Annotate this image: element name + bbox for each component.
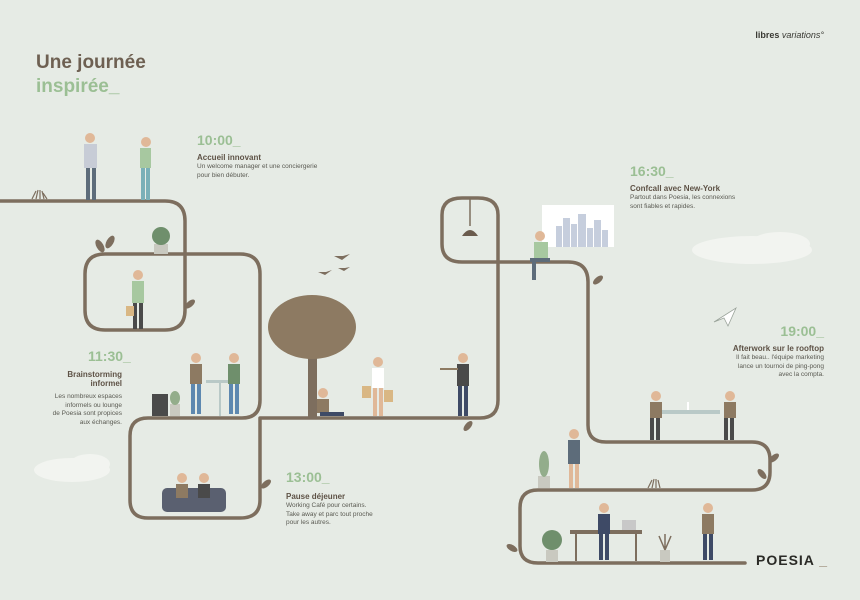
- poesia-logo-dot: _: [819, 552, 829, 568]
- event-time-1900: 19:00_: [780, 323, 824, 339]
- event-time-1300: 13:00_: [286, 469, 330, 485]
- event-desc-line: Partout dans Poesia, les connexions: [630, 194, 736, 201]
- pendant-lamp-icon: [462, 198, 478, 236]
- event-heading-1900: Afterwork sur le rooftop: [732, 344, 824, 353]
- poesia-logo: POESIA _: [756, 552, 828, 568]
- event-desc-line: informels ou lounge: [65, 401, 122, 409]
- page-title-line1: Une journée: [36, 52, 146, 73]
- grass: [31, 189, 661, 489]
- event-heading-1300: Pause déjeuner: [286, 492, 346, 501]
- clouds: [34, 232, 812, 482]
- brand-tagline-variations: variations°: [781, 30, 824, 40]
- event-desc-line: sont fiables et rapides.: [630, 202, 696, 210]
- event-desc-line: aux échanges.: [79, 418, 122, 426]
- event-desc-line: Un welcome manager et une conciergerie: [197, 163, 318, 170]
- event-desc-line: Working Café pour certains.: [286, 502, 367, 509]
- event-desc-1630: Partout dans Poesia, les connexions sont…: [630, 194, 735, 211]
- people-figures: [84, 133, 736, 560]
- event-desc-1000: Un welcome manager et une conciergerie p…: [197, 163, 317, 180]
- page-title-line2: inspirée_: [36, 76, 120, 97]
- event-desc-line: pour les autres.: [286, 519, 331, 526]
- event-desc-line: Take away et parc tout proche: [286, 510, 373, 518]
- leaves: [95, 235, 779, 552]
- journey-path: [0, 196, 772, 565]
- event-desc-line: Les nombreux espaces: [54, 393, 122, 400]
- event-heading-1130-line1: Brainstorming: [67, 370, 122, 379]
- event-desc-line: pour bien débuter.: [197, 171, 250, 179]
- potted-plants: [152, 227, 672, 562]
- brand-tagline-name: libres: [755, 30, 780, 40]
- event-time-1000: 10:00_: [197, 132, 241, 148]
- paper-plane-icon: [713, 306, 737, 327]
- event-desc-1130: Les nombreux espaces informels ou lounge…: [20, 393, 122, 427]
- birds-icon: [318, 254, 350, 275]
- event-time-1630: 16:30_: [630, 163, 674, 179]
- tree-icon: [268, 295, 356, 418]
- event-desc-line: de Poesia sont propices: [52, 410, 122, 417]
- poesia-logo-text: POESIA: [756, 552, 815, 568]
- event-desc-line: avec la compta.: [778, 371, 824, 378]
- event-heading-1130-line2: informel: [90, 379, 122, 388]
- event-heading-1130: Brainstorming informel: [20, 370, 122, 388]
- city-skyline-image: [542, 205, 614, 247]
- event-time-1130: 11:30_: [88, 348, 131, 364]
- event-desc-line: Il fait beau.. l'équipe marketing: [736, 354, 824, 361]
- event-desc-1300: Working Café pour certains. Take away et…: [286, 502, 373, 528]
- brand-tagline: libres variations°: [755, 30, 824, 40]
- event-desc-1900: Il fait beau.. l'équipe marketing lance …: [680, 354, 824, 380]
- event-desc-line: lance un tournoi de ping-pong: [737, 362, 824, 370]
- event-heading-1000: Accueil innovant: [197, 153, 262, 162]
- event-heading-1630: Confcall avec New-York: [630, 184, 721, 193]
